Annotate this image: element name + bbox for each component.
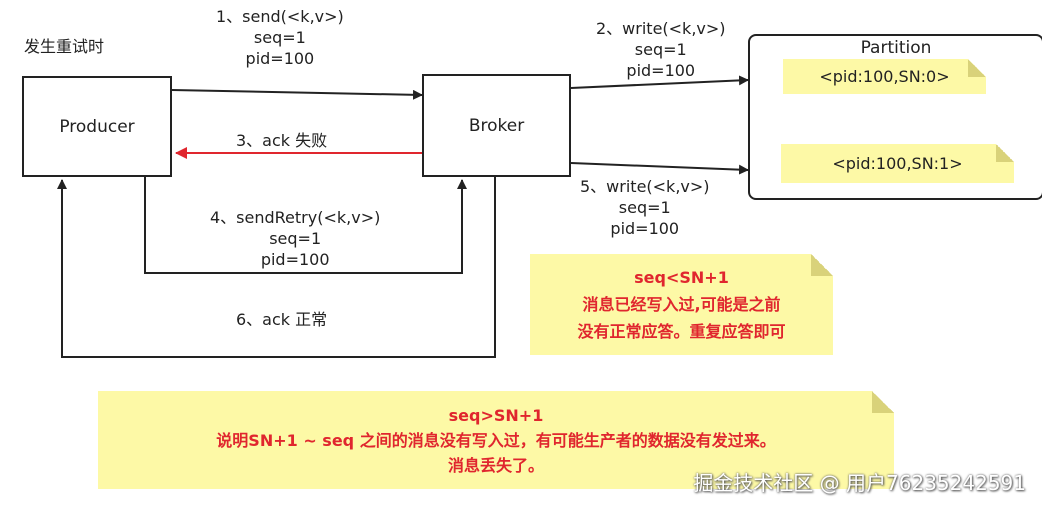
partition-record: <pid:100,SN:0> — [783, 59, 986, 94]
note-lost-text: seq>SN+1 说明SN+1 ~ seq 之间的消息没有写入过，有可能生产者的… — [216, 406, 776, 475]
arrow-write-2 — [570, 162, 749, 175]
producer-node: Producer — [22, 76, 172, 177]
partition-label: Partition — [860, 38, 932, 58]
note-duplicate: seq<SN+1 消息已经写入过,可能是之前 没有正常应答。重复应答即可 — [530, 254, 833, 355]
label-ack-fail: 3、ack 失败 — [236, 131, 328, 150]
label-ack-ok: 6、ack 正常 — [236, 310, 328, 329]
broker-node: Broker — [422, 74, 571, 177]
broker-label: Broker — [468, 115, 525, 136]
producer-label: Producer — [59, 116, 135, 137]
diagram-title: 发生重试时 — [24, 37, 105, 56]
arrow-send — [171, 89, 423, 100]
record-text: <pid:100,SN:1> — [832, 154, 963, 173]
note-lost: seq>SN+1 说明SN+1 ~ seq 之间的消息没有写入过，有可能生产者的… — [98, 391, 894, 489]
arrow-write-1 — [570, 75, 749, 89]
partition-record: <pid:100,SN:1> — [781, 144, 1014, 183]
arrow-ack-ok — [57, 177, 496, 358]
watermark: 掘金技术社区 @ 用户76235242591 — [693, 471, 1026, 495]
arrow-send-retry — [144, 177, 467, 274]
record-text: <pid:100,SN:0> — [819, 67, 950, 86]
note-duplicate-text: seq<SN+1 消息已经写入过,可能是之前 没有正常应答。重复应答即可 — [577, 268, 786, 341]
